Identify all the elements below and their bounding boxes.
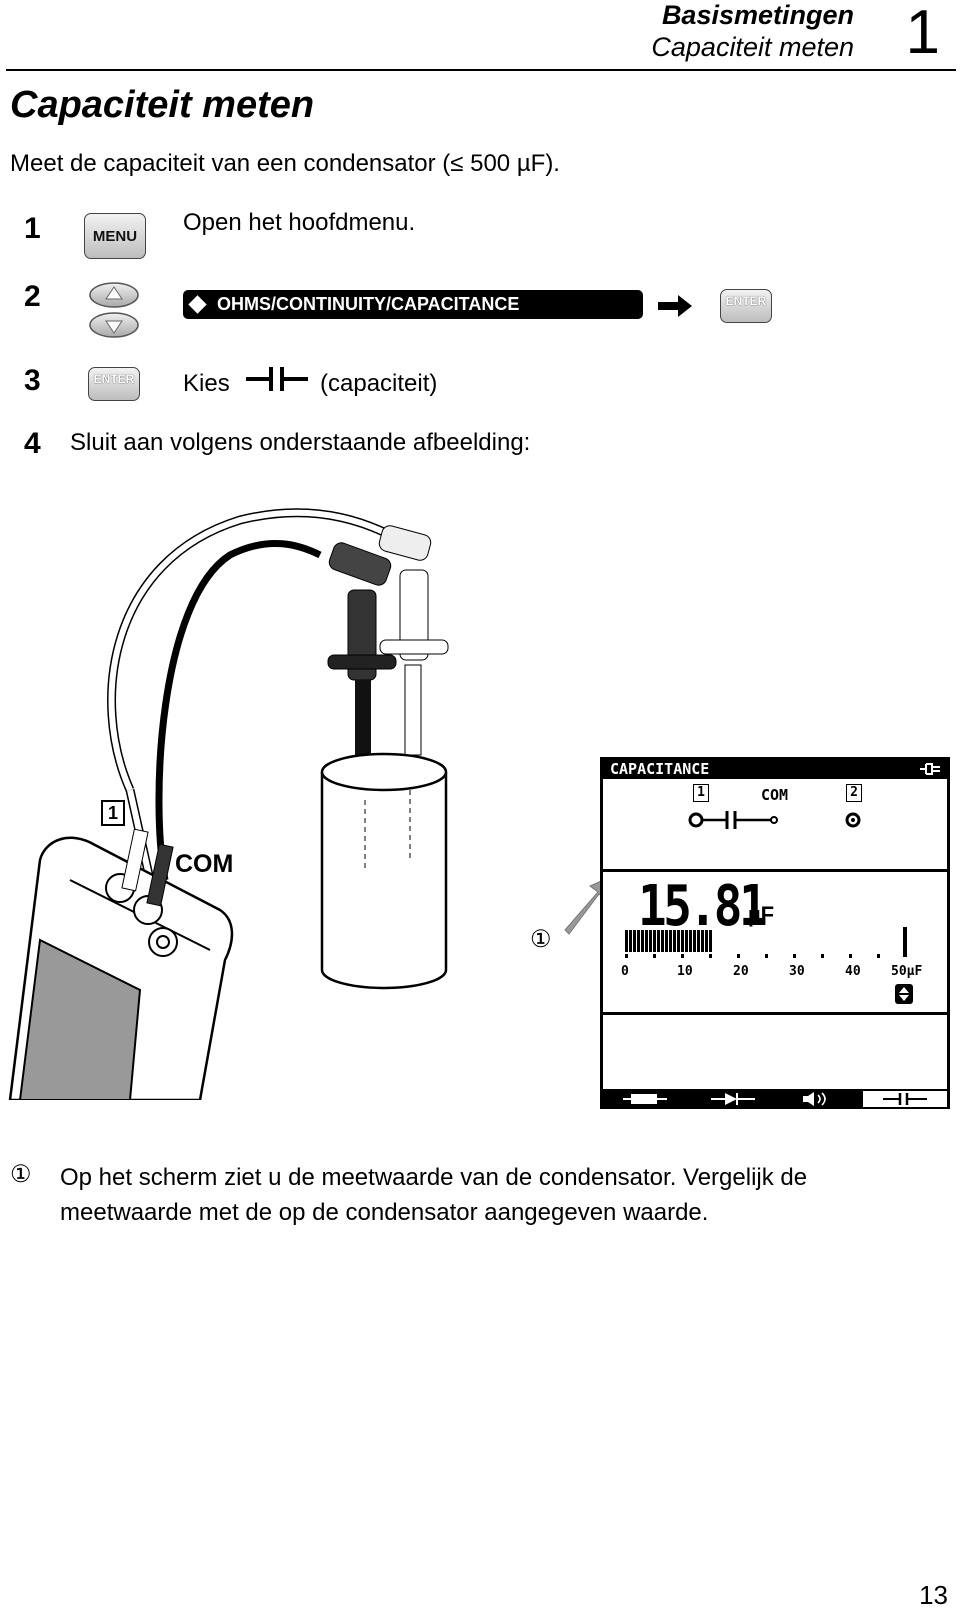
step-1-number: 1 bbox=[24, 212, 41, 245]
step-2-number: 2 bbox=[24, 280, 41, 313]
scale-label: 10 bbox=[677, 964, 693, 979]
blank-panel bbox=[603, 1015, 947, 1089]
bar-segment bbox=[677, 930, 680, 952]
menu-item-label: OHMS/CONTINUITY/CAPACITANCE bbox=[217, 294, 520, 314]
bar-segment bbox=[637, 930, 640, 952]
header-rule bbox=[6, 69, 956, 71]
bar-segment bbox=[705, 930, 708, 952]
menu-item-ohms-continuity-capacitance: OHMS/CONTINUITY/CAPACITANCE bbox=[183, 290, 643, 319]
scale-tick bbox=[877, 954, 880, 958]
scale-tick bbox=[709, 954, 712, 958]
range-updown-icon bbox=[895, 984, 913, 1004]
page-number: 13 bbox=[919, 1580, 948, 1610]
chapter-number: 1 bbox=[905, 0, 940, 67]
instrument-screen: CAPACITANCE 1 COM 2 15.81 µF bbox=[600, 757, 950, 1109]
scale-tick bbox=[681, 954, 684, 958]
bar-segment bbox=[653, 930, 656, 952]
running-header-section: Basismetingen bbox=[661, 0, 854, 30]
intro-text: Meet de capaciteit van een condensator (… bbox=[10, 150, 560, 177]
connection-panel: 1 COM 2 bbox=[603, 779, 947, 869]
main-reading: 15.81 bbox=[638, 874, 768, 939]
running-header-subsection: Capaciteit meten bbox=[651, 32, 854, 62]
bar-segment bbox=[629, 930, 632, 952]
step-4-number: 4 bbox=[24, 427, 41, 460]
scale-tick bbox=[849, 954, 852, 958]
input-1-label: 1 bbox=[101, 800, 125, 826]
scale-tick bbox=[625, 954, 628, 958]
bar-segment bbox=[661, 930, 664, 952]
bar-graph-end-marker bbox=[903, 927, 907, 957]
step-4-text: Sluit aan volgens onderstaande afbeeldin… bbox=[70, 429, 531, 456]
scale-tick bbox=[765, 954, 768, 958]
capacitor-symbol-icon bbox=[246, 367, 308, 391]
footnote-text: Op het scherm ziet u de meetwaarde van d… bbox=[60, 1164, 808, 1226]
scale-label: 30 bbox=[789, 964, 805, 979]
bar-segment bbox=[681, 930, 684, 952]
bar-segment bbox=[685, 930, 688, 952]
bar-segment bbox=[665, 930, 668, 952]
bar-segment bbox=[701, 930, 704, 952]
arrow-right-icon bbox=[658, 295, 692, 317]
reading-panel: 15.81 µF 0 10 20 30 40 50µF bbox=[603, 872, 947, 1012]
ohms-softkey-icon bbox=[623, 1094, 667, 1104]
scale-label: 0 bbox=[621, 964, 629, 979]
enter-key: ENTER bbox=[720, 289, 772, 323]
step-3-text-after: (capaciteit) bbox=[320, 370, 438, 397]
softkey-bar bbox=[603, 1091, 947, 1107]
page-title: Capaciteit meten bbox=[10, 84, 315, 126]
scale-label: 40 bbox=[845, 964, 861, 979]
bar-segment bbox=[633, 930, 636, 952]
scale-label: 50µF bbox=[891, 964, 923, 979]
diamond-icon bbox=[188, 295, 207, 314]
connection-diagram-icon bbox=[688, 811, 861, 829]
footnote-marker: ① bbox=[10, 1161, 32, 1188]
bar-graph-ticks bbox=[625, 954, 905, 962]
bar-segment bbox=[625, 930, 628, 952]
scale-tick bbox=[653, 954, 656, 958]
diode-softkey-icon bbox=[711, 1093, 755, 1105]
bar-segment bbox=[697, 930, 700, 952]
menu-key: MENU bbox=[84, 213, 146, 259]
capacitor-softkey-icon bbox=[883, 1093, 927, 1105]
capacitor-illustration bbox=[320, 752, 448, 990]
bar-segment bbox=[693, 930, 696, 952]
scale-tick bbox=[737, 954, 740, 958]
up-down-keys-icon bbox=[89, 282, 139, 338]
bar-graph bbox=[625, 930, 905, 952]
bar-segment bbox=[689, 930, 692, 952]
callout-marker: ① bbox=[530, 926, 552, 953]
bar-segment bbox=[709, 930, 712, 952]
scale-label: 20 bbox=[733, 964, 749, 979]
test-tool-illustration bbox=[8, 828, 234, 1100]
screen-title: CAPACITANCE bbox=[610, 760, 710, 778]
com-label: COM bbox=[175, 850, 234, 878]
plug-icon bbox=[920, 763, 940, 775]
screen-input-1: 1 bbox=[693, 784, 709, 802]
bar-segment bbox=[641, 930, 644, 952]
continuity-softkey-icon bbox=[803, 1092, 826, 1106]
step-3-text-before: Kies bbox=[183, 370, 230, 397]
reading-unit: µF bbox=[748, 902, 775, 927]
screen-com-label: COM bbox=[761, 786, 789, 804]
black-test-probe bbox=[327, 542, 397, 796]
bar-segment bbox=[657, 930, 660, 952]
enter-key: ENTER bbox=[88, 367, 140, 401]
bar-segment bbox=[645, 930, 648, 952]
bar-segment bbox=[649, 930, 652, 952]
step-1-text: Open het hoofdmenu. bbox=[183, 209, 416, 236]
step-3-number: 3 bbox=[24, 364, 41, 397]
screen-input-2: 2 bbox=[846, 784, 862, 802]
bar-segment bbox=[673, 930, 676, 952]
scale-tick bbox=[821, 954, 824, 958]
capacitance-softkey-selected bbox=[863, 1091, 947, 1107]
scale-tick bbox=[793, 954, 796, 958]
bar-segment bbox=[669, 930, 672, 952]
